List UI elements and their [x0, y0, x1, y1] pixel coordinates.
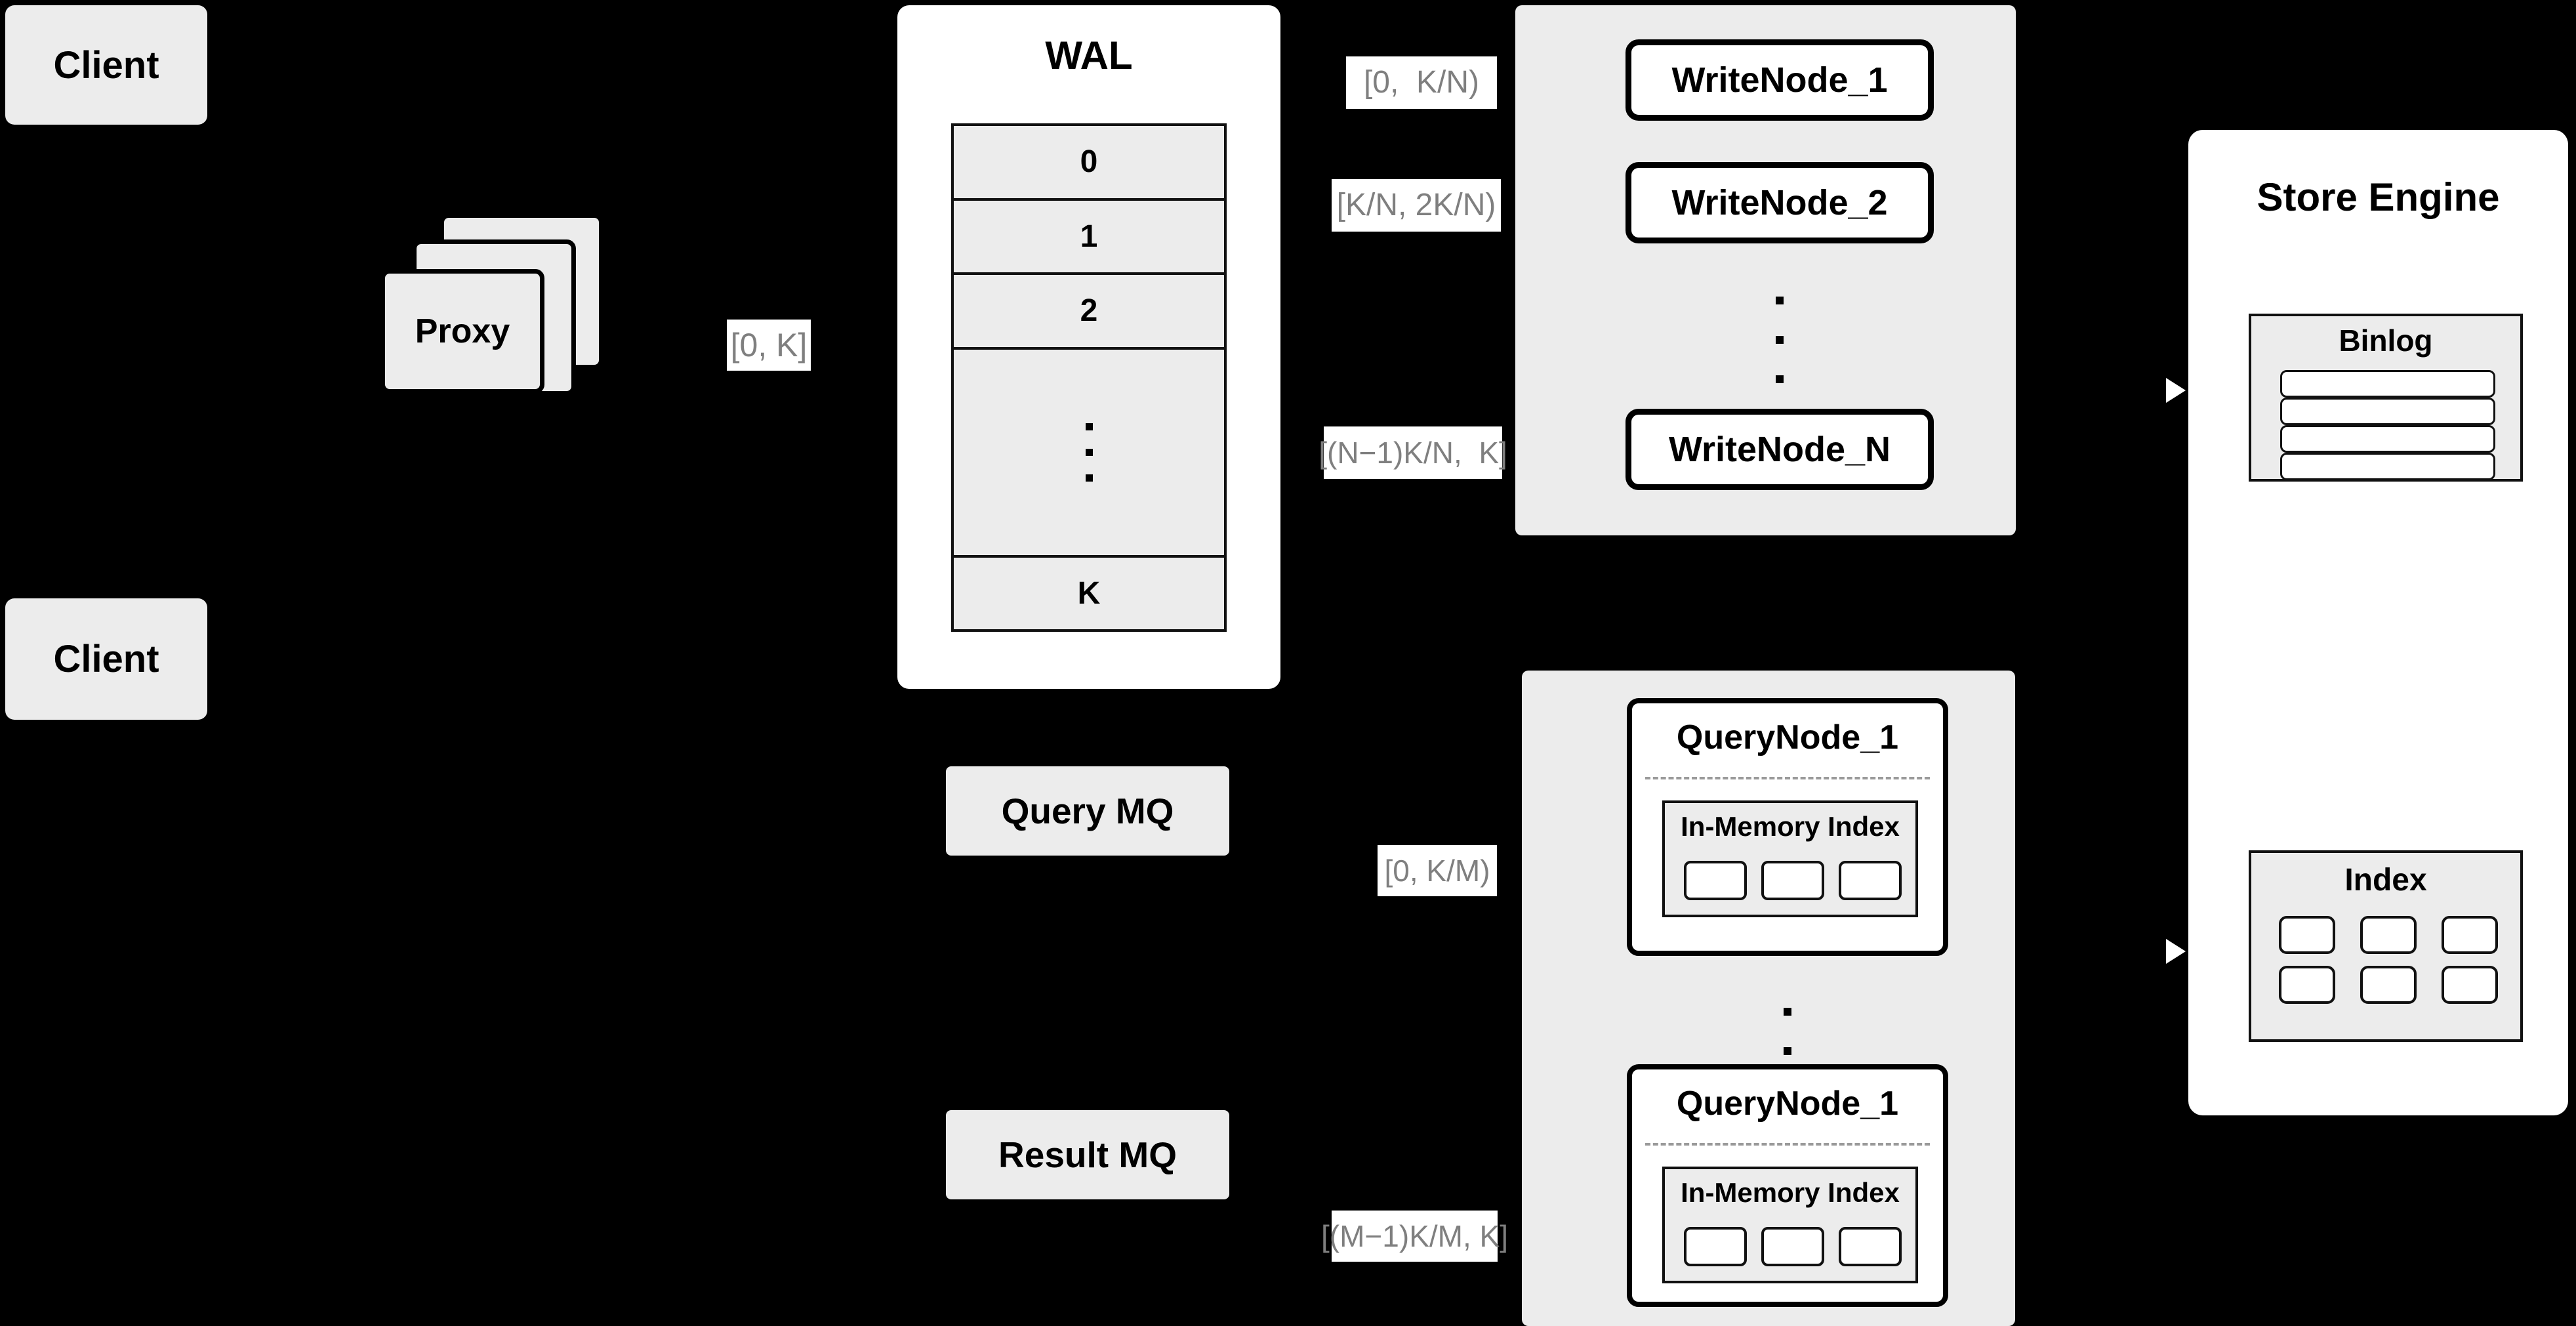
range-label-writenode-2-text: [K/N, 2K/N) — [1336, 188, 1496, 222]
query-node-1-in-memory-index-title: In-Memory Index — [1681, 811, 1900, 842]
query-mq-label: Query MQ — [1001, 791, 1174, 831]
range-label-writenode-n: [(N−1)K/N, K] — [1319, 426, 1507, 479]
query-node-2-index-cell[interactable] — [1761, 1227, 1824, 1266]
query-node-2-index-cells — [1677, 1227, 1909, 1266]
query-node-2[interactable]: QueryNode_1 In-Memory Index — [1627, 1064, 1948, 1307]
arrow-stem-index — [2125, 949, 2166, 953]
query-node-2-in-memory-index-title: In-Memory Index — [1681, 1177, 1900, 1208]
client-label-1: Client — [53, 43, 159, 87]
index-cell[interactable] — [2442, 966, 2498, 1004]
proxy-card-front[interactable]: Proxy — [380, 269, 544, 394]
query-node-2-index-cell[interactable] — [1684, 1227, 1747, 1266]
binlog-rows — [2280, 370, 2495, 480]
index-grid-row — [2279, 966, 2498, 1004]
client-label-2: Client — [53, 638, 159, 680]
wal-row-1[interactable]: 1 — [954, 200, 1224, 275]
range-label-proxy-to-wal-text: [0, K] — [730, 327, 808, 363]
wal-vertical-ellipsis-icon — [1085, 414, 1093, 491]
wal-row-2[interactable]: 2 — [954, 275, 1224, 350]
proxy-label: Proxy — [415, 312, 510, 350]
range-label-querynode-1-text: [0, K/M) — [1384, 854, 1490, 888]
range-label-proxy-to-wal: [0, K] — [727, 320, 811, 371]
write-node-1[interactable]: WriteNode_1 — [1625, 39, 1934, 121]
index-cell[interactable] — [2360, 916, 2417, 954]
wal-row-0[interactable]: 0 — [954, 126, 1224, 201]
query-node-2-title: QueryNode_1 — [1676, 1085, 1899, 1123]
index-title: Index — [2344, 863, 2427, 898]
index-box: Index — [2249, 850, 2523, 1042]
query-cluster-container: QueryNode_1 In-Memory Index — [1522, 671, 2015, 1326]
query-node-1-index-cell[interactable] — [1684, 861, 1747, 900]
binlog-row[interactable] — [2280, 398, 2495, 425]
query-node-1-in-memory-index: In-Memory Index — [1662, 800, 1918, 917]
query-node-2-separator — [1645, 1143, 1930, 1146]
query-node-1-index-cell[interactable] — [1761, 861, 1824, 900]
result-mq-label: Result MQ — [998, 1134, 1177, 1175]
write-cluster-vertical-ellipsis-icon — [1765, 274, 1795, 405]
write-node-2[interactable]: WriteNode_2 — [1625, 162, 1934, 243]
binlog-row[interactable] — [2280, 425, 2495, 453]
range-label-querynode-m: [(M−1)K/M, K] — [1321, 1211, 1508, 1262]
binlog-title: Binlog — [2339, 323, 2433, 358]
arrow-stem-binlog — [2125, 388, 2166, 392]
write-node-n[interactable]: WriteNode_N — [1625, 409, 1934, 490]
range-label-writenode-1: [0, K/N) — [1346, 56, 1497, 109]
range-label-writenode-n-text: [(N−1)K/N, K] — [1319, 436, 1507, 470]
index-cell-grid — [2279, 916, 2498, 1004]
query-node-1[interactable]: QueryNode_1 In-Memory Index — [1627, 698, 1948, 956]
index-grid-row — [2279, 916, 2498, 954]
query-node-1-title: QueryNode_1 — [1676, 718, 1899, 756]
query-mq-box[interactable]: Query MQ — [946, 766, 1229, 856]
arrow-head-index-icon — [2163, 934, 2192, 969]
wal-row-ellipsis — [954, 349, 1224, 558]
index-cell[interactable] — [2279, 916, 2335, 954]
proxy-stack[interactable]: Proxy — [380, 213, 669, 423]
query-node-1-separator — [1645, 777, 1930, 779]
store-engine-container: Store Engine Binlog Index — [2188, 130, 2568, 1115]
query-node-1-index-cells — [1677, 861, 1909, 900]
query-node-2-in-memory-index: In-Memory Index — [1662, 1167, 1918, 1283]
wal-table: 0 1 2 K — [951, 123, 1227, 632]
wal-title: WAL — [1045, 33, 1133, 77]
client-box-1[interactable]: Client — [5, 5, 207, 125]
binlog-row[interactable] — [2280, 370, 2495, 398]
binlog-box: Binlog — [2249, 314, 2523, 482]
query-node-2-index-cell[interactable] — [1839, 1227, 1902, 1266]
binlog-row[interactable] — [2280, 453, 2495, 480]
index-cell[interactable] — [2442, 916, 2498, 954]
store-engine-title: Store Engine — [2257, 175, 2500, 219]
arrow-head-binlog-icon — [2163, 373, 2192, 408]
index-cell[interactable] — [2360, 966, 2417, 1004]
range-label-querynode-1: [0, K/M) — [1378, 845, 1497, 896]
write-cluster-container: WriteNode_1 WriteNode_2 WriteNode_N — [1515, 5, 2016, 535]
result-mq-box[interactable]: Result MQ — [946, 1110, 1229, 1199]
query-node-1-index-cell[interactable] — [1839, 861, 1902, 900]
wal-row-k[interactable]: K — [954, 557, 1224, 629]
range-label-writenode-1-text: [0, K/N) — [1363, 65, 1480, 100]
range-label-writenode-2: [K/N, 2K/N) — [1332, 179, 1501, 232]
index-cell[interactable] — [2279, 966, 2335, 1004]
client-box-2[interactable]: Client — [5, 598, 207, 720]
range-label-querynode-m-text: [(M−1)K/M, K] — [1321, 1219, 1508, 1253]
wal-container: WAL 0 1 2 K — [897, 5, 1280, 689]
